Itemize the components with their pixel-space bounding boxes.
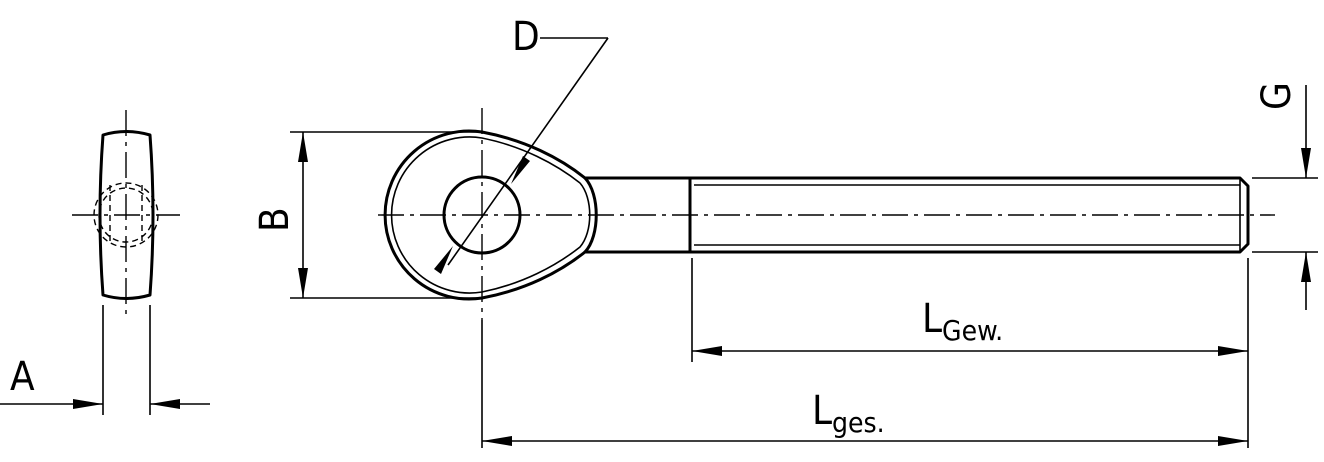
- eye-head-inner-outline: [390, 136, 591, 294]
- dim-lgew-label-main: L: [922, 296, 942, 342]
- dim-lgew-label: LGew.: [922, 296, 1003, 347]
- dim-a-label: A: [10, 354, 35, 400]
- side-view: A: [0, 110, 210, 415]
- dim-b-arrow-top: [298, 132, 308, 162]
- dim-g-arrow-bottom: [1301, 252, 1311, 282]
- dim-lges-label: Lges.: [812, 388, 885, 439]
- dim-lges-label-main: L: [812, 388, 832, 434]
- side-view-hidden-lines: [109, 185, 143, 245]
- dim-g-label: G: [1254, 82, 1300, 110]
- dim-lges-arrow-right: [1218, 436, 1248, 446]
- side-view-outline: [98, 130, 155, 300]
- dim-a-arrow-left: [73, 399, 103, 409]
- dim-b-arrow-bottom: [298, 268, 308, 298]
- dim-d-arrow-top: [511, 156, 530, 184]
- dim-lges-label-sub: ges.: [832, 406, 885, 439]
- dim-b-label: B: [252, 207, 298, 232]
- dim-d-leader-diagonal: [447, 37, 609, 266]
- dim-d-arrow-bottom: [434, 246, 453, 274]
- front-view: D B G LGew. Lges.: [252, 14, 1318, 448]
- dim-a-arrow-right: [150, 399, 180, 409]
- dim-lgew-arrow-right: [1218, 346, 1248, 356]
- dim-lgew-label-sub: Gew.: [942, 314, 1003, 347]
- dim-lges-arrow-left: [482, 436, 512, 446]
- dim-lgew-arrow-left: [692, 346, 722, 356]
- dim-d-label: D: [512, 14, 540, 60]
- dim-g-arrow-top: [1301, 148, 1311, 178]
